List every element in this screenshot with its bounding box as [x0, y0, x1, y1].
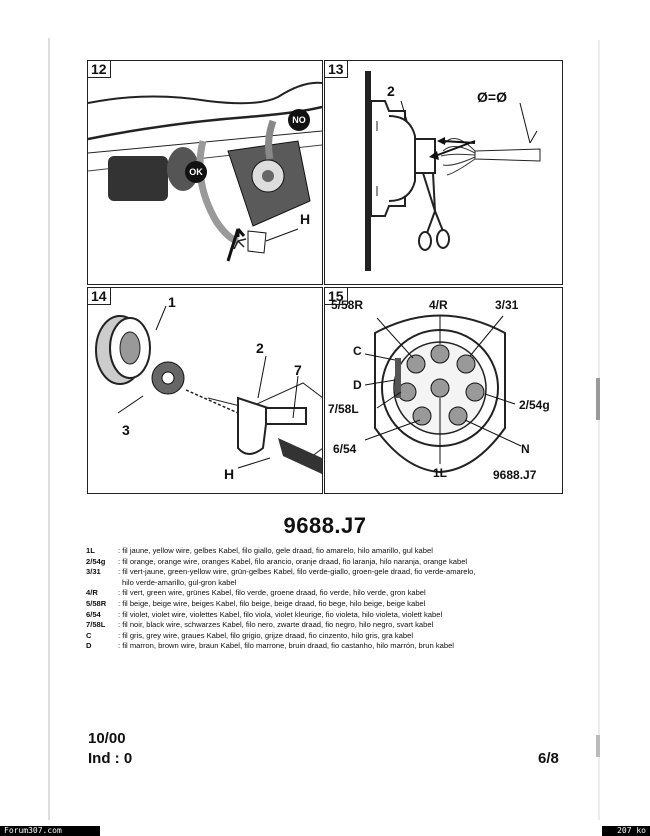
legend-text: : fil beige, beige wire, beiges Kabel, f…: [118, 598, 426, 608]
page-shadow-left: [48, 40, 50, 820]
legend-code: 3/31: [86, 567, 101, 577]
legend-text: hilo verde-amarillo, gul-gron kabel: [122, 577, 237, 587]
bottom-bar-right: 207 ko: [602, 826, 650, 836]
wire-color-legend: 1L : fil jaune, yellow wire, gelbes Kabel…: [86, 546, 566, 652]
pin-label-1l: 1L: [433, 466, 448, 480]
panel-13: 13 2 Ø=Ø: [324, 60, 563, 285]
legend-text: : fil orange, orange wire, oranges Kabel…: [118, 556, 468, 566]
legend-code: 1L: [86, 546, 95, 555]
panel-15: 15 5/58R 4/R 3/31 C D 7/58L 2/54g 6/54 N…: [324, 287, 563, 494]
legend-row: hilo verde-amarillo, gul-gron kabel: [86, 578, 566, 589]
legend-text: : fil marron, brown wire, braun Kabel, f…: [118, 641, 454, 651]
panel-13-illustration: [365, 71, 541, 271]
legend-row: 6/54 : fil violet, violet wire, violettes…: [86, 610, 566, 621]
legend-code: 2/54g: [86, 556, 106, 566]
pin-label-3-31: 3/31: [495, 298, 519, 312]
pin-label-4-r: 4/R: [429, 298, 448, 312]
label-diameter: Ø=Ø: [477, 89, 507, 105]
legend-code: [86, 578, 118, 589]
legend-text: : fil vert, green wire, grünes Kabel, fi…: [118, 588, 426, 598]
label-2: 2: [387, 83, 395, 99]
label-h: H: [224, 466, 235, 482]
pin-label-c: C: [353, 344, 362, 358]
panel-number: 15: [325, 288, 348, 305]
scan-mark: [596, 378, 600, 420]
pin-label-2-54g: 2/54g: [519, 398, 550, 412]
label-h: H: [300, 211, 311, 227]
legend-text: : fil jaune, yellow wire, gelbes Kabel, …: [118, 546, 433, 555]
legend-row: D : fil marron, brown wire, braun Kabel, …: [86, 641, 566, 652]
legend-code: 6/54: [86, 609, 101, 619]
legend-row: 3/31 : fil vert-jaune, green-yellow wire,…: [86, 567, 566, 578]
ok-badge: OK: [185, 161, 207, 183]
legend-row: 7/58L : fil noir, black wire, schwarzes K…: [86, 620, 566, 631]
revision-index: Ind : 0: [88, 750, 133, 767]
panel-14-illustration: [95, 305, 322, 474]
label-2: 2: [256, 340, 264, 356]
panel-number: 13: [325, 61, 348, 78]
legend-code: D: [86, 641, 92, 651]
no-badge: NO: [288, 109, 310, 131]
label-3: 3: [122, 422, 130, 438]
legend-code: 7/58L: [86, 620, 106, 630]
panel-15-socket-diagram: [364, 314, 522, 474]
panel-number: 12: [88, 61, 111, 78]
panel-number: 14: [88, 288, 111, 305]
panel-12: 12 OK NO H: [87, 60, 323, 285]
scan-mark: [596, 735, 600, 757]
legend-row: 1L : fil jaune, yellow wire, gelbes Kabel…: [86, 546, 566, 557]
legend-text: : fil noir, black wire, schwarzes Kabel,…: [118, 620, 434, 630]
revision-date: 10/00: [88, 730, 126, 747]
legend-row: C : fil gris, grey wire, graues Kabel, fi…: [86, 631, 566, 642]
legend-text: : fil violet, violet wire, violettes Kab…: [118, 609, 443, 619]
bottom-bar-left: Forum307.com: [0, 826, 100, 836]
panel-14: 14 1 2 3 7 H: [87, 287, 323, 494]
legend-row: 2/54g : fil orange, orange wire, oranges …: [86, 557, 566, 568]
pin-label-7-58l: 7/58L: [328, 402, 359, 416]
pin-label-5-58r: 5/58R: [331, 298, 364, 312]
legend-code: C: [86, 630, 92, 640]
pin-label-n: N: [521, 442, 530, 456]
page-number: 6/8: [538, 750, 559, 767]
legend-code: 4/R: [86, 588, 98, 598]
pin-label-6-54: 6/54: [333, 442, 357, 456]
legend-text: : fil vert-jaune, green-yellow wire, grü…: [118, 567, 476, 577]
label-1: 1: [168, 294, 176, 310]
legend-text: : fil gris, grey wire, graues Kabel, fil…: [118, 630, 414, 640]
legend-row: 5/58R : fil beige, beige wire, beiges Kab…: [86, 599, 566, 610]
document-title: 9688.J7: [283, 513, 367, 538]
legend-code: 5/58R: [86, 598, 107, 608]
label-7: 7: [294, 362, 302, 378]
pin-label-d: D: [353, 378, 362, 392]
diagram-reference: 9688.J7: [493, 468, 537, 482]
page-shadow-right: [598, 40, 600, 820]
legend-row: 4/R : fil vert, green wire, grünes Kabel,…: [86, 588, 566, 599]
